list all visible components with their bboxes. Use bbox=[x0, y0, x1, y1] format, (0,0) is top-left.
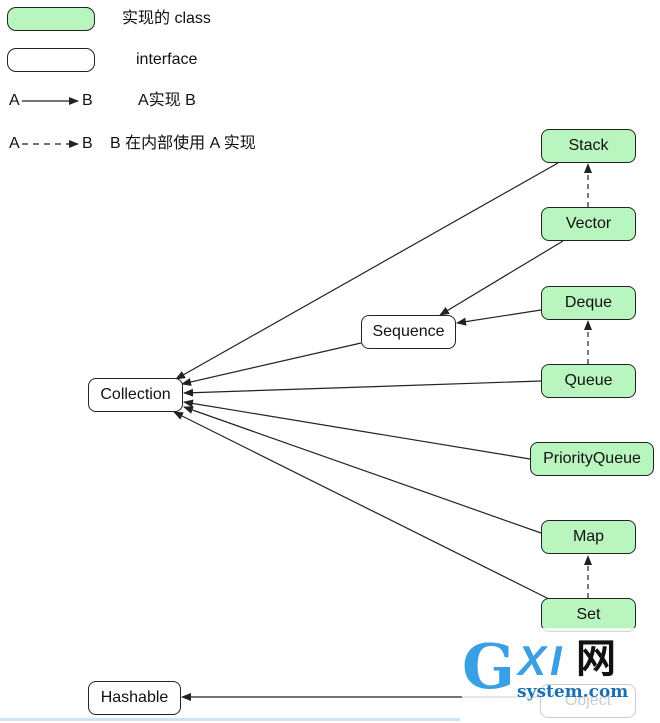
watermark-domain: system.com bbox=[517, 682, 629, 702]
node-sequence: Sequence bbox=[361, 315, 456, 349]
node-stack: Stack bbox=[541, 129, 636, 163]
legend-impl-text: A实现 B bbox=[138, 92, 196, 109]
legend-impl-b: B bbox=[82, 92, 93, 109]
legend-use-b: B bbox=[82, 135, 93, 152]
node-queue: Queue bbox=[541, 364, 636, 398]
edge-stack-collection bbox=[175, 162, 559, 380]
legend-class-label: 实现的 class bbox=[122, 10, 211, 27]
node-object: Object bbox=[540, 684, 636, 718]
watermark-logo-xi: XI bbox=[518, 637, 566, 684]
edge-queue-collection bbox=[183, 380, 542, 397]
node-deque: Deque bbox=[541, 286, 636, 320]
watermark-logo-g: G bbox=[462, 630, 515, 703]
legend-interface-label: interface bbox=[136, 51, 198, 68]
node-map: Map bbox=[541, 520, 636, 554]
legend-use-a: A bbox=[9, 135, 20, 152]
node-collection: Collection bbox=[88, 378, 183, 412]
edge-vector-sequence bbox=[439, 240, 564, 316]
edge-priorityqueue-collection bbox=[183, 399, 531, 460]
node-vector: Vector bbox=[541, 207, 636, 241]
legend-class-swatch bbox=[7, 7, 95, 31]
node-set: Set bbox=[541, 598, 636, 632]
edge-map-collection bbox=[183, 406, 542, 534]
watermark-backdrop bbox=[462, 628, 660, 723]
watermark-logo-net: 网 bbox=[576, 637, 616, 681]
node-priorityqueue: PriorityQueue bbox=[530, 442, 654, 476]
edge-sequence-collection bbox=[181, 342, 362, 386]
edge-set-collection bbox=[173, 411, 550, 600]
node-hashable: Hashable bbox=[88, 681, 181, 715]
legend-interface-swatch bbox=[7, 48, 95, 72]
legend-use-text: B 在内部使用 A 实现 bbox=[110, 135, 256, 152]
edge-deque-sequence bbox=[456, 309, 542, 326]
bottom-divider bbox=[0, 718, 460, 721]
legend-impl-a: A bbox=[9, 92, 20, 109]
